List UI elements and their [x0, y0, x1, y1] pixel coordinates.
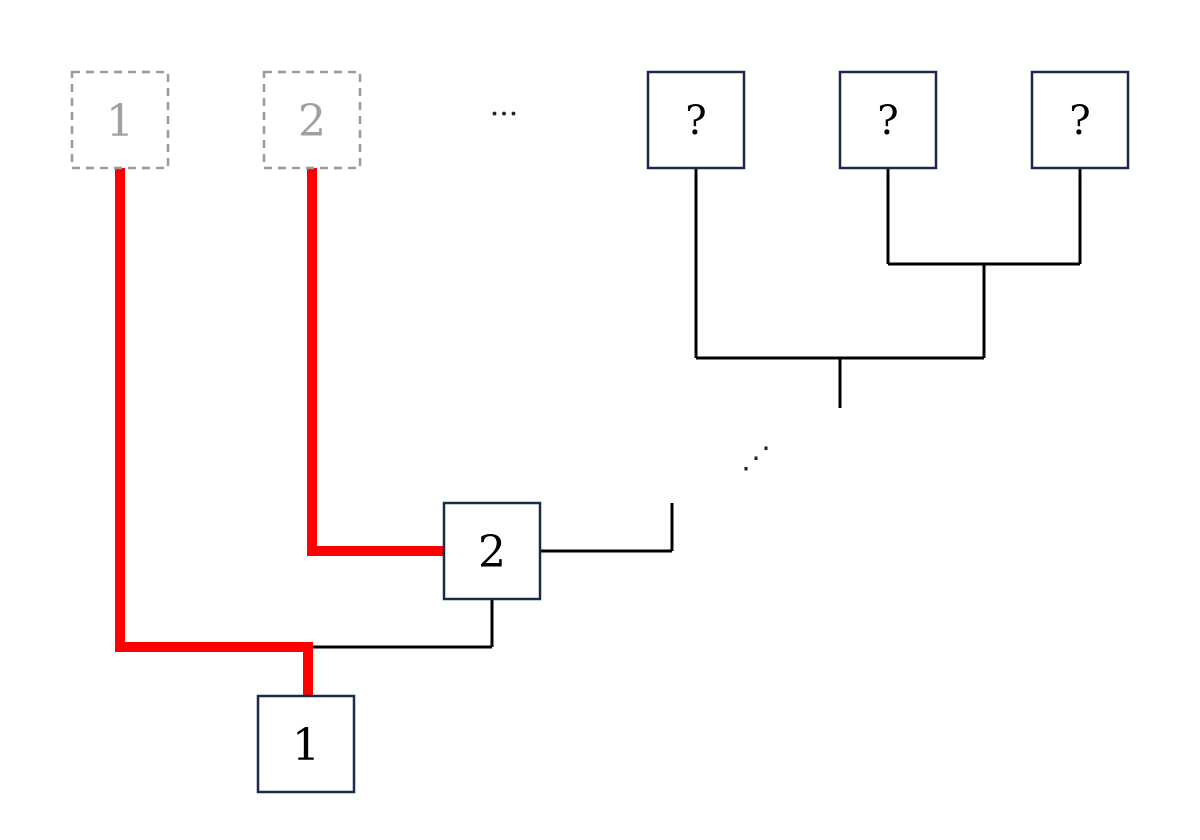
- node-2-label: 2: [478, 527, 506, 578]
- node-1: 1: [256, 694, 356, 794]
- tree-connectors: [308, 168, 1082, 649]
- ghost-node-2: 2: [262, 70, 362, 170]
- highlight-path-ghost2: [307, 168, 444, 556]
- unknown-node-2-label: ?: [877, 98, 898, 144]
- unknown-node-3: ?: [1030, 70, 1130, 170]
- unknown-node-1-label: ?: [685, 98, 706, 144]
- unknown-node-1-box: [646, 70, 746, 170]
- node-2: 2: [442, 501, 542, 601]
- ghost-node-1-label: 1: [106, 96, 134, 147]
- top-ellipsis: ···: [490, 97, 519, 132]
- node-1-label: 1: [292, 720, 320, 771]
- ghost-node-1: 1: [70, 70, 170, 170]
- ghost-node-1-box: [70, 70, 170, 170]
- ghost-node-2-box: [262, 70, 362, 170]
- unknown-node-1: ?: [646, 70, 746, 170]
- unknown-node-3-box: [1030, 70, 1130, 170]
- node-2-box: [442, 501, 542, 601]
- highlight-path: [115, 168, 444, 696]
- unknown-node-3-label: ?: [1069, 98, 1090, 144]
- diagonal-ellipsis: ⋰: [741, 441, 771, 476]
- unknown-node-2-box: [838, 70, 938, 170]
- highlight-path-ghost1: [115, 168, 313, 696]
- node-1-box: [256, 694, 356, 794]
- ghost-node-2-label: 2: [298, 96, 326, 147]
- unknown-node-2: ?: [838, 70, 938, 170]
